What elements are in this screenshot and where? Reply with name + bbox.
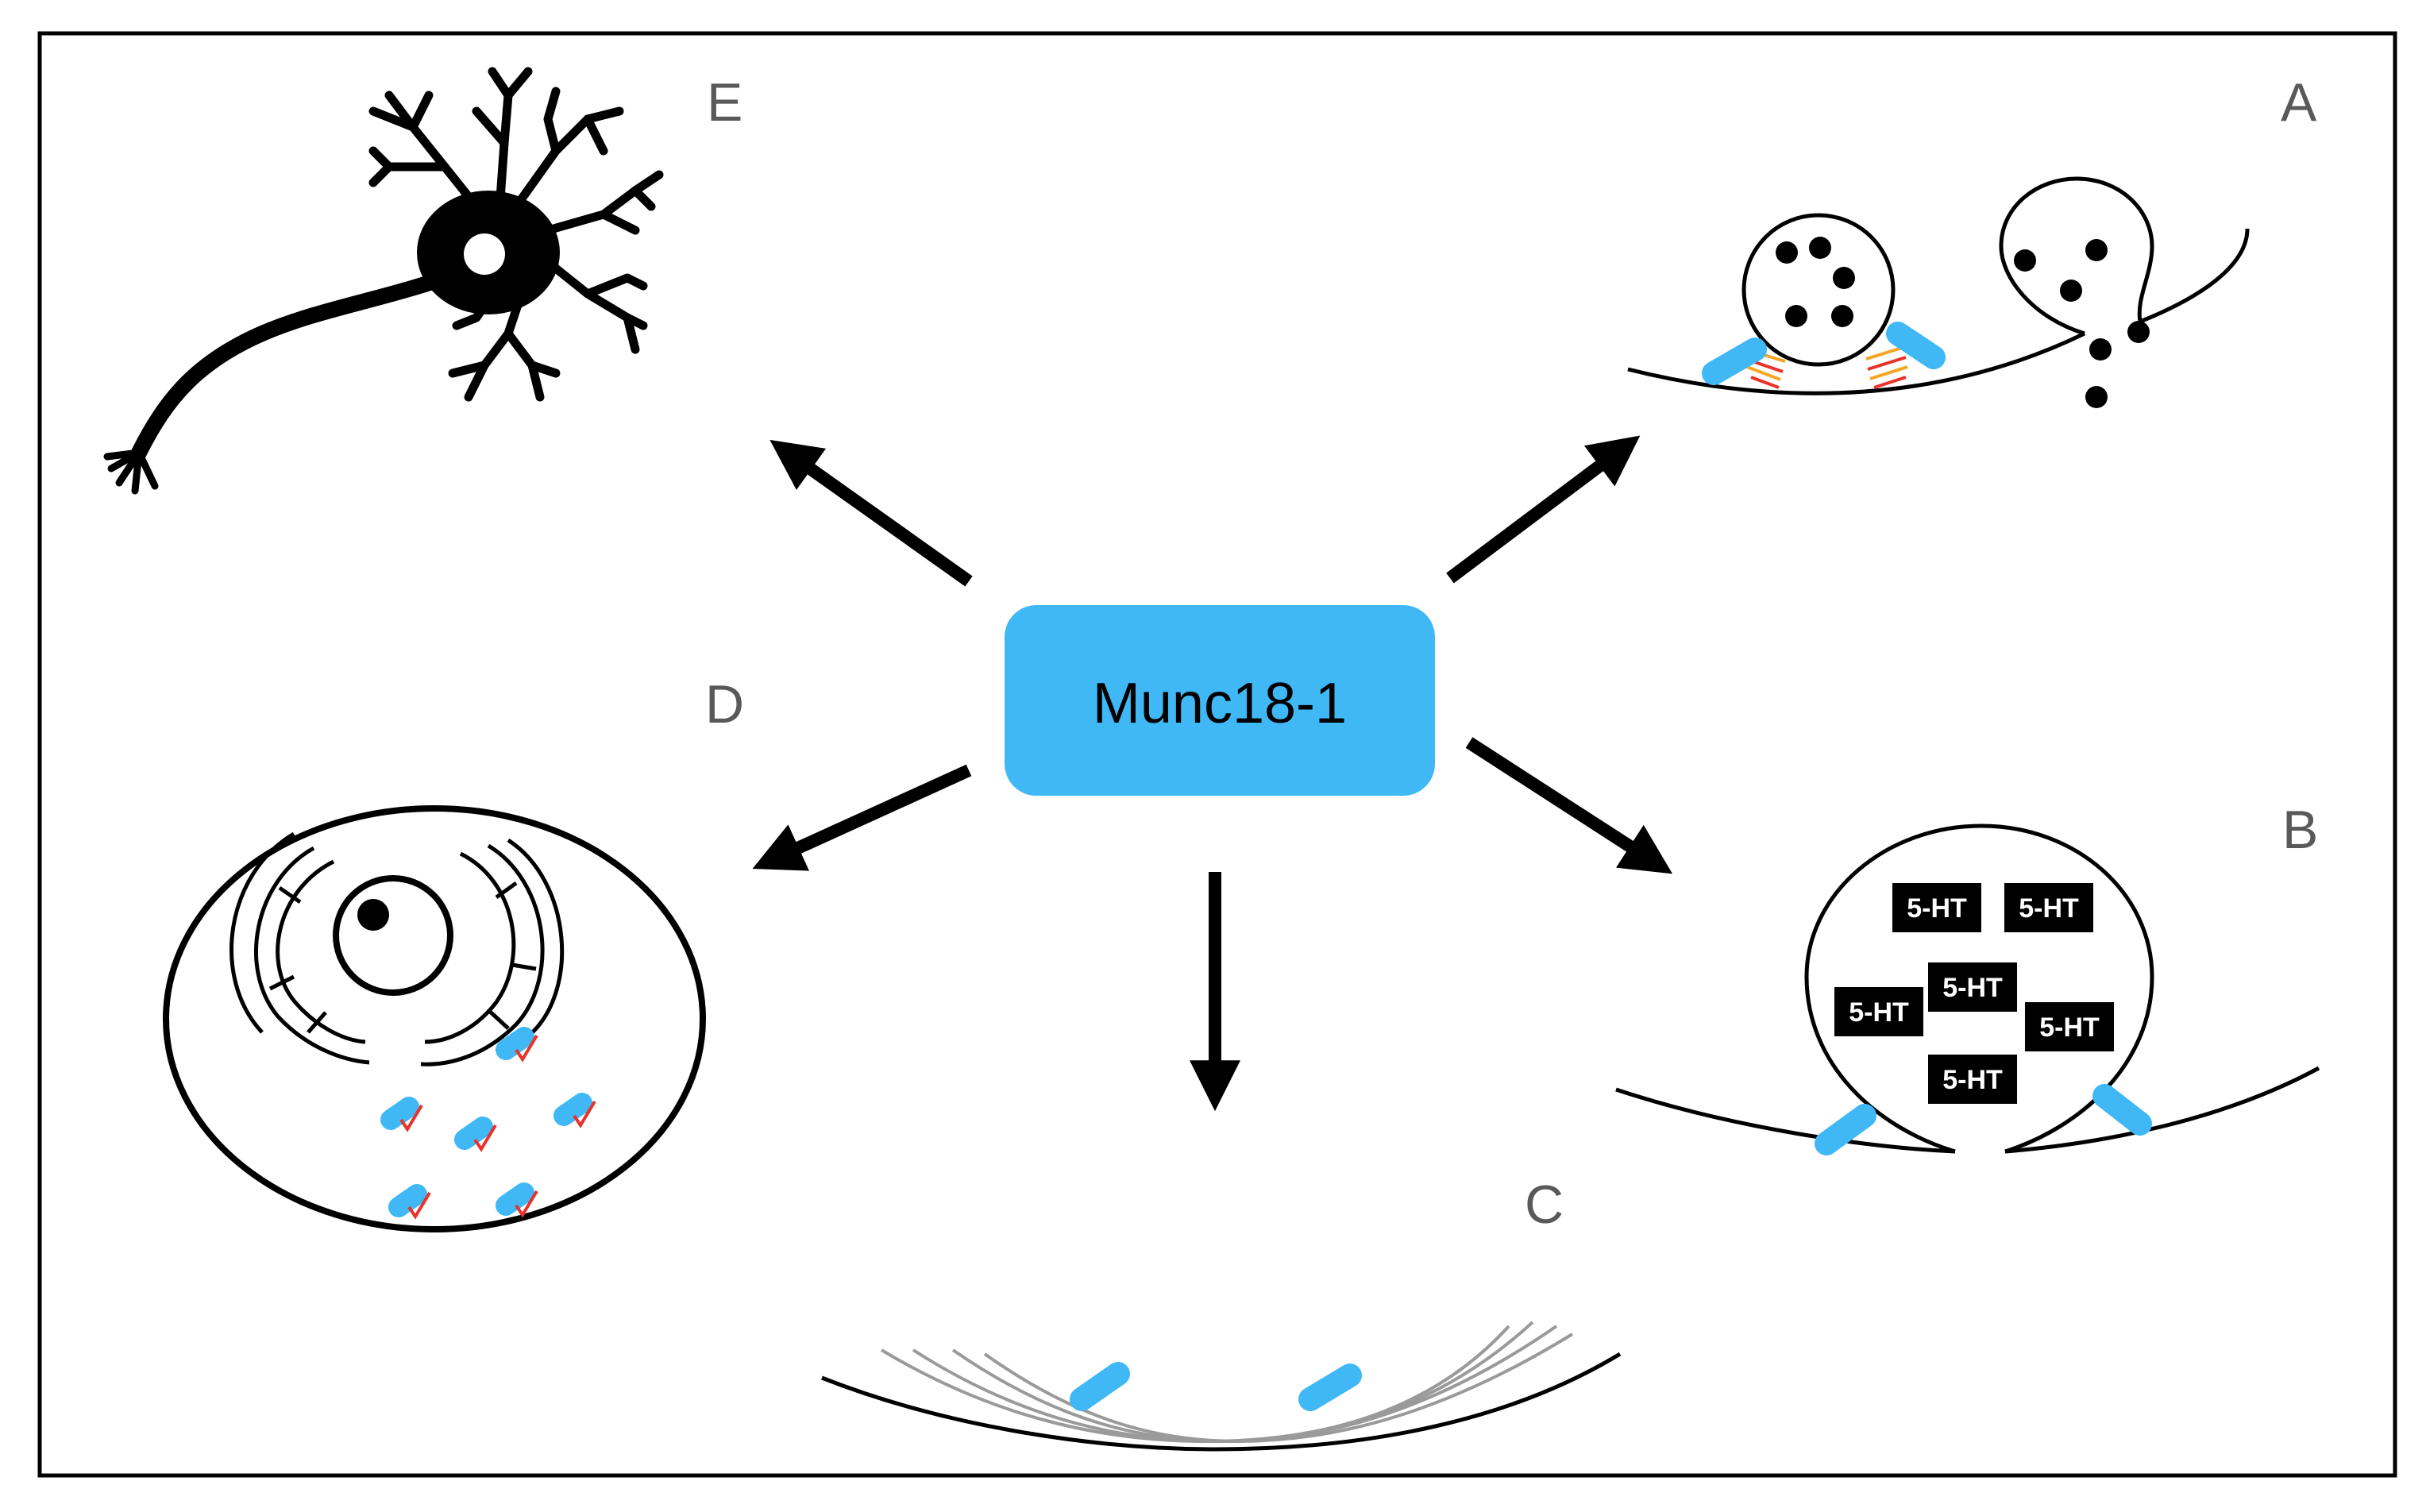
cell-icon — [163, 805, 706, 1232]
panel-letter-a: A — [2281, 72, 2317, 133]
membrane-icon-a-right — [2139, 228, 2250, 324]
cell-membrane — [163, 805, 706, 1232]
munc18-cap-c-right — [1298, 1364, 1362, 1411]
5ht-label: 5-HT — [1942, 973, 2003, 1003]
vesicle-cargo-dots — [1776, 237, 1855, 327]
cytoplasmic-vesicles — [380, 1027, 596, 1220]
panel-c-membrane — [821, 1321, 1622, 1452]
nucleolus — [357, 899, 389, 931]
panel-letter-e: E — [707, 72, 742, 133]
munc18-cap-c-left — [1070, 1362, 1130, 1411]
5ht-label: 5-HT — [1907, 893, 1967, 924]
munc18-cap-b-left — [1815, 1104, 1876, 1155]
neuron-axon — [131, 270, 453, 461]
figure-frame — [37, 31, 2397, 1478]
released-cargo-dots — [2014, 239, 2150, 408]
arrow-icon-to-d — [752, 764, 972, 871]
panel-letter-b: B — [2282, 800, 2318, 860]
munc18-cap-a-right — [1886, 322, 1946, 369]
munc18-1-box-bg — [1005, 605, 1435, 796]
membrane-icon-b-right — [2004, 1066, 2320, 1154]
neuron-icon — [103, 67, 664, 495]
axon-terminal — [103, 449, 159, 495]
arrow-icon-to-e — [769, 439, 973, 587]
membrane-icon-a — [1627, 331, 2086, 395]
nucleus-icon — [333, 875, 453, 996]
5ht-labels: 5-HT 5-HT 5-HT 5-HT 5-HT 5-HT — [1834, 883, 2114, 1104]
5ht-label: 5-HT — [2039, 1012, 2100, 1043]
vesicle-icon-fusing — [1999, 176, 2154, 336]
arrow-icon-to-b — [1465, 737, 1673, 874]
munc18-cap-a-left — [1702, 338, 1767, 385]
5ht-label: 5-HT — [2019, 893, 2079, 924]
neuron-nucleus — [464, 233, 505, 275]
arrow-icon-to-a — [1446, 435, 1641, 584]
panel-a-docking — [1627, 176, 2250, 408]
dendrites — [368, 67, 664, 402]
munc18-1-box: Munc18-1 — [1005, 605, 1435, 796]
5ht-label: 5-HT — [1849, 997, 1909, 1028]
panel-b-5ht-release: 5-HT 5-HT 5-HT 5-HT 5-HT 5-HT — [1615, 824, 2320, 1155]
endoplasmic-reticulum — [229, 831, 565, 1066]
arrows — [752, 435, 1673, 1112]
panel-letter-d: D — [705, 674, 744, 735]
munc18-cap-b-right — [2092, 1084, 2152, 1136]
membrane-icon-c — [821, 1352, 1622, 1452]
membrane-icon-b-left — [1615, 1087, 1956, 1154]
munc18-1-label: Munc18-1 — [1093, 672, 1347, 735]
5ht-label: 5-HT — [1942, 1065, 2003, 1095]
panel-letter-c: C — [1525, 1174, 1564, 1235]
